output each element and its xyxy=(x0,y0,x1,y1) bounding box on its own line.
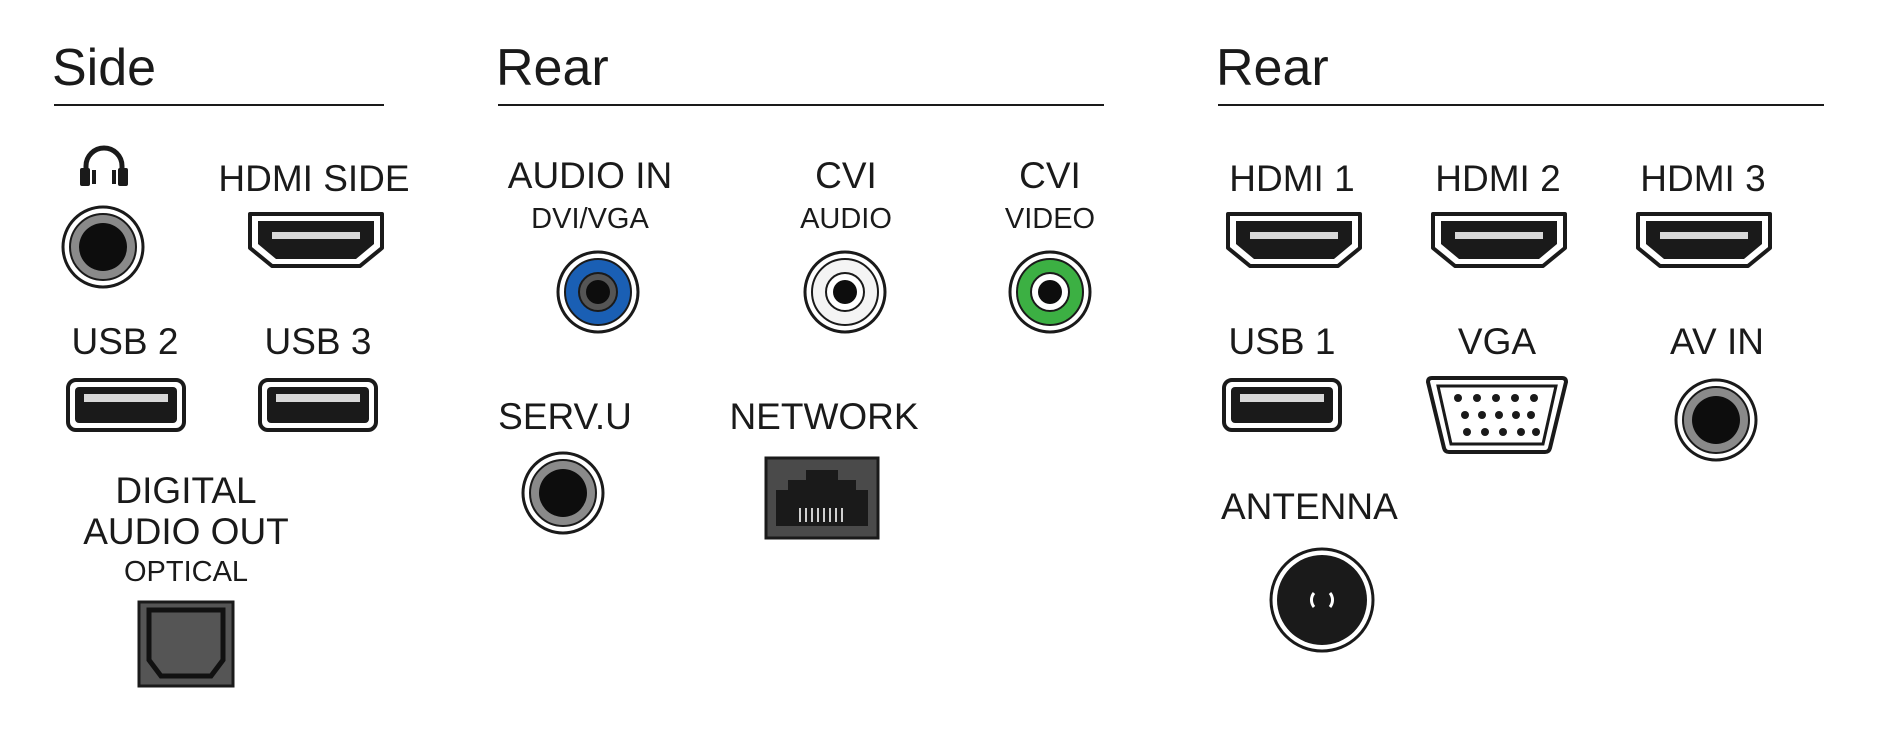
digital-audio-label-line2: AUDIO OUT xyxy=(83,511,289,552)
antenna-label: ANTENNA xyxy=(1221,486,1398,527)
rear-main-section-title: Rear xyxy=(1216,39,1329,97)
cvi-video-label-line2: VIDEO xyxy=(1004,203,1096,235)
ethernet-port-icon xyxy=(764,456,880,540)
hdmi1-label: HDMI 1 xyxy=(1229,158,1355,199)
hdmi2-label: HDMI 2 xyxy=(1435,158,1561,199)
av-in-jack-icon xyxy=(1674,378,1758,462)
headphone-jack-icon xyxy=(61,205,145,289)
cvi-audio-label-line1: CVI xyxy=(815,155,877,196)
rear-av-section-rule xyxy=(498,104,1104,106)
side-section-rule xyxy=(54,104,384,106)
hdmi3-label: HDMI 3 xyxy=(1640,158,1766,199)
usb3-label: USB 3 xyxy=(264,321,372,362)
audio-in-rca-jack-icon xyxy=(556,250,640,334)
hdmi1-port-icon xyxy=(1226,212,1362,268)
hdmi3-port-icon xyxy=(1636,212,1772,268)
usb2-port-icon xyxy=(66,378,186,432)
optical-label: OPTICAL xyxy=(123,556,249,588)
audio-in-label: AUDIO IN xyxy=(507,155,673,196)
rear-av-section-title: Rear xyxy=(496,39,609,97)
hdmi2-port-icon xyxy=(1431,212,1567,268)
av-in-label: AV IN xyxy=(1670,321,1764,362)
usb3-port-icon xyxy=(258,378,378,432)
headphone-icon xyxy=(80,145,128,186)
optical-port-icon xyxy=(137,600,235,688)
network-label: NETWORK xyxy=(729,396,919,437)
cvi-video-label-line1: CVI xyxy=(1019,155,1081,196)
cvi-video-rca-jack-icon xyxy=(1008,250,1092,334)
side-section-title: Side xyxy=(52,39,157,97)
hdmi-side-port-icon xyxy=(248,212,384,268)
usb2-label: USB 2 xyxy=(71,321,179,362)
cvi-audio-rca-jack-icon xyxy=(803,250,887,334)
usb1-label: USB 1 xyxy=(1228,321,1336,362)
vga-label: VGA xyxy=(1457,321,1537,362)
vga-port-icon xyxy=(1425,376,1569,454)
serv-u-jack-icon xyxy=(521,451,605,535)
rear-main-section-rule xyxy=(1218,104,1824,106)
digital-audio-label-line1: DIGITAL xyxy=(115,470,257,511)
cvi-audio-label-line2: AUDIO xyxy=(800,203,892,235)
dvi-vga-label: DVI/VGA xyxy=(531,203,649,235)
antenna-connector-icon xyxy=(1269,547,1375,653)
usb1-port-icon xyxy=(1222,378,1342,432)
serv-u-label: SERV.U xyxy=(498,396,632,437)
hdmi-side-label: HDMI SIDE xyxy=(218,158,410,199)
